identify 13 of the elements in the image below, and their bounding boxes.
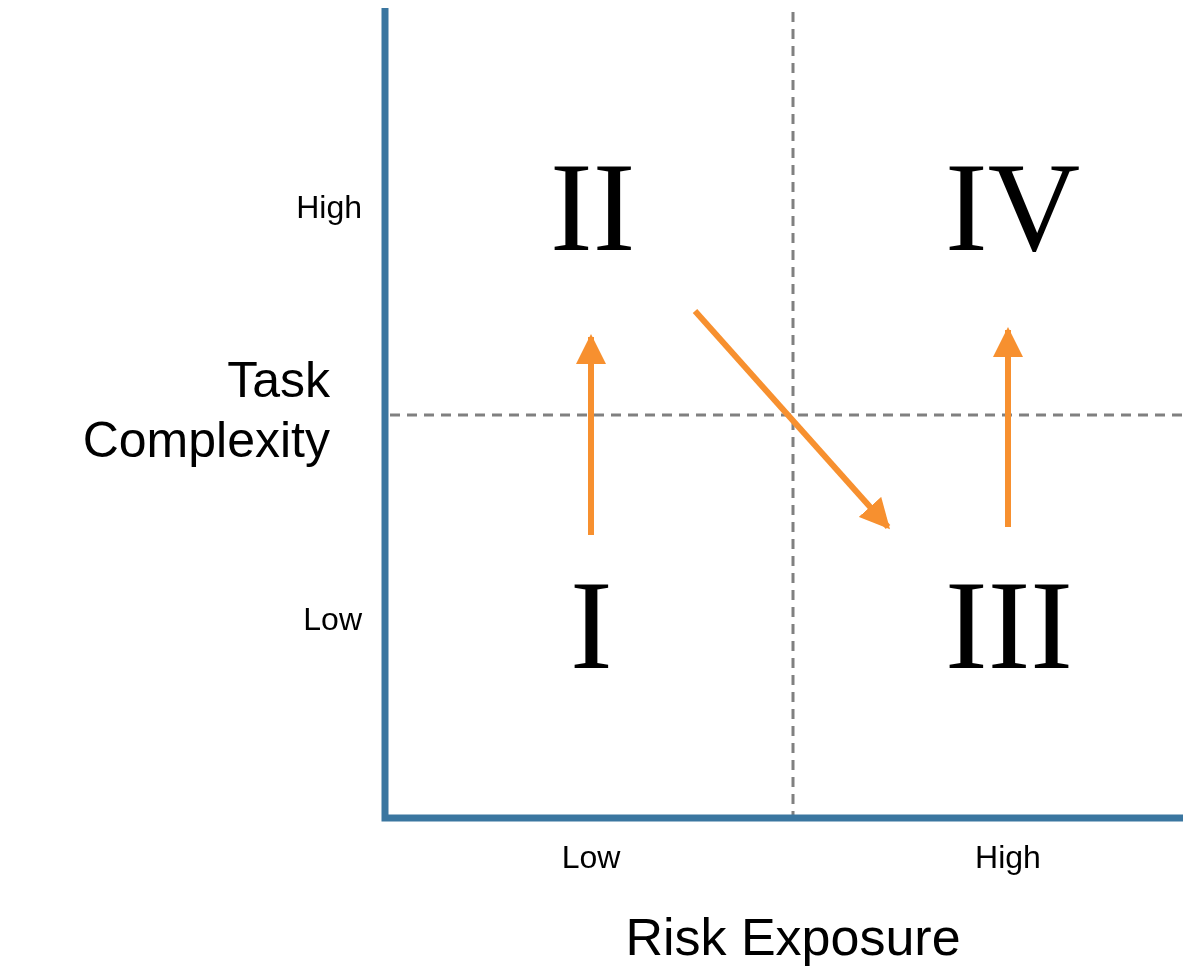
axis-tick-label: Low	[560, 838, 622, 877]
axis-tick-label: Low	[302, 600, 362, 639]
axis-tick-label: High	[295, 188, 362, 227]
axis-tick-label: High	[974, 838, 1042, 877]
quadrant-numeral: III	[888, 527, 1078, 690]
axis-title: Risk Exposure	[624, 907, 962, 968]
axis-title: Task Complexity	[81, 351, 330, 470]
quadrant-numeral: I	[545, 535, 640, 690]
arrow	[692, 309, 891, 530]
arrow	[576, 334, 606, 535]
quadrant-numeral: IV	[940, 143, 1085, 330]
arrow	[993, 327, 1023, 527]
quadrant-numeral: II	[545, 143, 720, 337]
